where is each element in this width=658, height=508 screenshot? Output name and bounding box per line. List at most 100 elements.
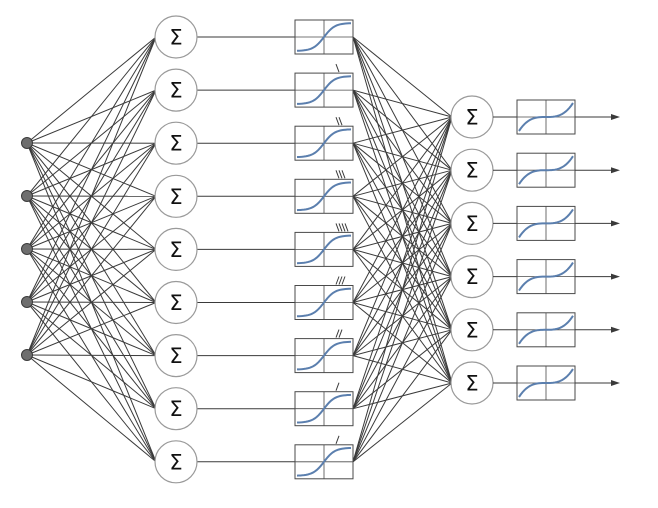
hidden-output-edge	[352, 116, 453, 250]
input-hidden-edge	[26, 36, 157, 250]
output-activation-box	[516, 205, 576, 241]
sigmoid-curve-icon	[296, 181, 352, 212]
sum-symbol: Σ	[465, 372, 478, 396]
hidden-output-edge	[352, 89, 453, 118]
output-sum-node: Σ	[450, 148, 494, 192]
edge-tick-marks	[335, 382, 340, 391]
hidden-sum-node: Σ	[154, 280, 198, 325]
hidden-output-edge	[352, 116, 453, 356]
hidden-output-edge	[352, 276, 453, 463]
input-node	[21, 190, 33, 202]
sigmoid-curve-icon	[296, 22, 352, 52]
hidden-sum-node: Σ	[154, 174, 198, 218]
hidden-output-edge	[352, 116, 453, 303]
edge-tick-marks	[335, 117, 343, 126]
sum-symbol: Σ	[465, 265, 478, 289]
output-sum-node: Σ	[450, 255, 494, 299]
input-hidden-edge	[26, 302, 157, 356]
arrowhead-icon	[611, 114, 620, 120]
hidden-sum-node: Σ	[154, 440, 198, 484]
input-node	[21, 137, 33, 149]
hidden-output-edge	[352, 223, 453, 462]
hidden-output-edge	[352, 382, 453, 463]
hidden-sum-node: Σ	[154, 68, 198, 112]
sum-symbol: Σ	[465, 106, 478, 130]
cubic-curve-icon	[518, 368, 574, 398]
input-hidden-edge	[26, 142, 157, 356]
sigmoid-curve-icon	[296, 393, 352, 424]
hidden-output-edge	[352, 170, 453, 462]
hidden-sum-node: Σ	[154, 15, 198, 59]
edge-tick-marks	[335, 63, 340, 73]
input-node	[21, 296, 33, 308]
output-sum-node: Σ	[450, 361, 494, 405]
output-activation-box	[516, 365, 576, 401]
sigmoid-curve-icon	[296, 128, 352, 159]
sum-symbol: Σ	[169, 450, 182, 474]
input-hidden-edge	[26, 36, 157, 303]
sigmoid-curve-icon	[296, 75, 352, 105]
sigmoid-curve-icon	[296, 234, 352, 265]
cubic-curve-icon	[518, 155, 574, 185]
hidden-sum-to-activation-links	[197, 36, 295, 463]
hidden-activation-box	[294, 231, 354, 267]
hidden-activation-box	[294, 178, 354, 214]
hidden-activation-box	[294, 72, 354, 108]
input-to-hidden-connections	[26, 36, 157, 463]
hidden-output-edge	[352, 116, 453, 462]
input-hidden-edge	[26, 36, 157, 197]
hidden-sum-node: Σ	[154, 387, 198, 431]
input-hidden-edge	[26, 249, 157, 356]
input-node	[21, 243, 33, 255]
output-activation-box	[516, 259, 576, 295]
output-activation-box	[516, 312, 576, 348]
sum-symbol: Σ	[169, 185, 182, 209]
sigmoid-curve-icon	[296, 340, 352, 371]
hidden-output-edge	[352, 116, 453, 409]
input-hidden-edge	[26, 354, 157, 357]
output-activation-box	[516, 99, 576, 135]
hidden-activation-box	[294, 444, 354, 480]
hidden-activation-box	[294, 338, 354, 374]
edge-tick-marks	[335, 276, 346, 285]
hidden-output-edge	[352, 116, 453, 144]
cubic-curve-icon	[518, 208, 574, 238]
output-sum-node: Σ	[450, 308, 494, 352]
input-layer	[21, 137, 33, 361]
hidden-sum-node: Σ	[154, 121, 198, 165]
input-hidden-edge	[26, 89, 157, 356]
sum-symbol: Σ	[169, 397, 182, 421]
cubic-curve-icon	[518, 262, 574, 292]
sum-symbol: Σ	[169, 132, 182, 156]
arrowhead-icon	[611, 326, 620, 333]
input-hidden-edge	[26, 36, 157, 356]
hidden-activation-box	[294, 125, 354, 161]
edge-tick-marks	[335, 329, 343, 338]
hidden-output-edge	[352, 329, 453, 463]
output-activation-box	[516, 152, 576, 188]
input-hidden-edge	[26, 354, 157, 410]
sum-symbol: Σ	[169, 344, 182, 368]
output-sum-node: Σ	[450, 201, 494, 245]
sum-symbol: Σ	[169, 238, 182, 262]
input-node	[21, 349, 33, 361]
hidden-sum-node: Σ	[154, 227, 198, 271]
hidden-activation-box	[294, 391, 354, 427]
hidden-output-edge	[352, 116, 453, 197]
hidden-to-output-connections	[335, 36, 453, 463]
output-sum-node: Σ	[450, 95, 494, 139]
arrowhead-icon	[611, 167, 620, 174]
edge-tick-marks	[335, 170, 346, 179]
hidden-activation-box	[294, 285, 354, 320]
sum-symbol: Σ	[465, 318, 478, 342]
cubic-curve-icon	[518, 102, 574, 132]
sum-symbol: Σ	[169, 79, 182, 103]
arrowhead-icon	[611, 273, 620, 280]
sum-symbol: Σ	[169, 26, 182, 50]
arrowhead-icon	[611, 220, 620, 227]
sum-symbol: Σ	[465, 212, 478, 236]
edge-tick-marks	[335, 223, 349, 232]
